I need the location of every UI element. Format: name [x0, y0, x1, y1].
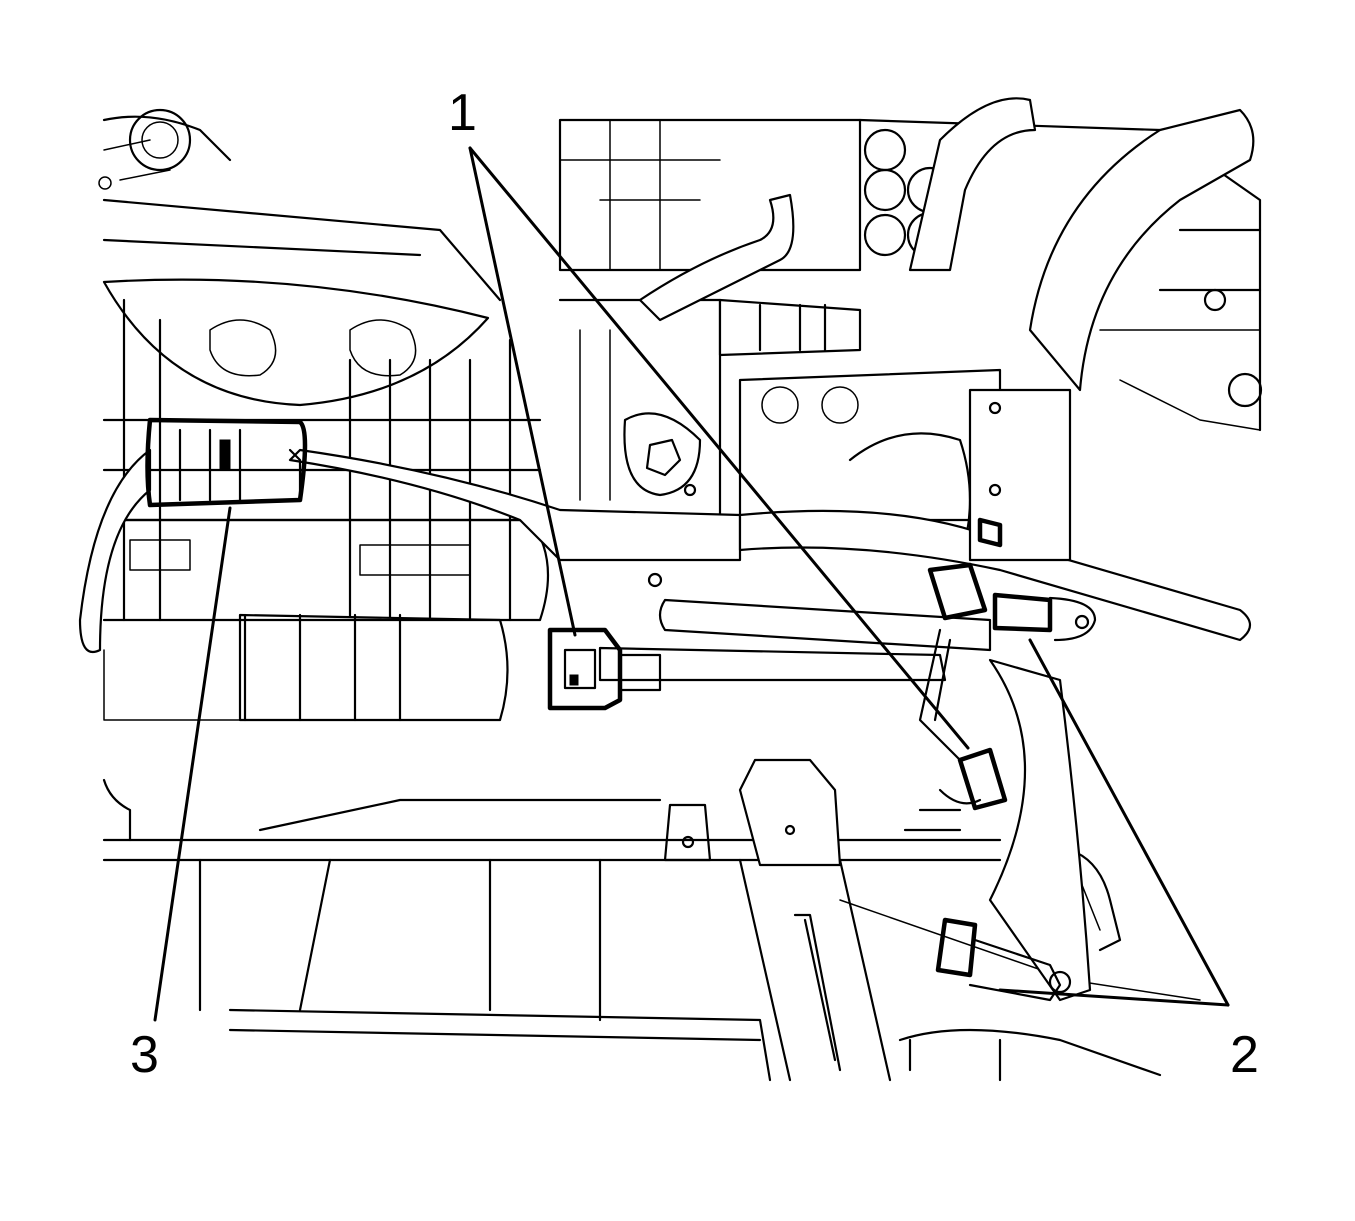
clamp-2-upper — [927, 517, 1097, 642]
callout-1-leader-b — [468, 146, 970, 750]
callout-leaders — [153, 146, 1230, 1022]
evap-canister — [102, 518, 550, 722]
callout-3-leader — [153, 506, 232, 1022]
callout-1-label: 1 — [448, 84, 477, 142]
connector-right — [938, 747, 1008, 811]
connector-1 — [547, 627, 662, 711]
crossmember-brace — [663, 758, 892, 1082]
fuel-lines — [78, 97, 1255, 1002]
callout-2-label: 2 — [1230, 1026, 1259, 1084]
callout-1-leader — [468, 146, 577, 637]
callout-3-label: 3 — [130, 1026, 159, 1084]
connector-3 — [145, 417, 308, 508]
clamp-2-lower — [935, 917, 1072, 1002]
callout-2-leader-b — [998, 988, 1230, 1007]
callout-2-leader — [1028, 638, 1230, 1007]
